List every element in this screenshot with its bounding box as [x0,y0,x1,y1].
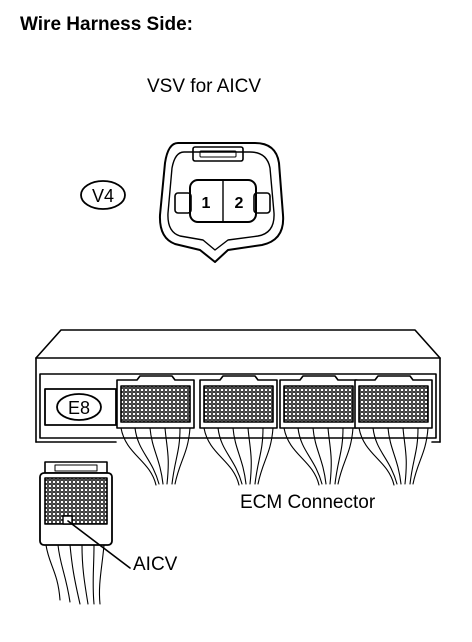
ecm-connector-label: ECM Connector [240,492,376,513]
ecm-plug [39,461,113,605]
vsv-pin-1: 1 [202,195,211,212]
aicv-terminal [62,515,73,525]
ecm-connector-2 [199,375,278,486]
aicv-leader-line [67,520,131,569]
vsv-connector-title: VSV for AICV [147,76,262,97]
vsv-code-text: V4 [92,186,114,206]
ecm-code-text: E8 [68,398,90,418]
ecm-connector-4 [354,375,433,486]
vsv-pin-2: 2 [235,195,244,212]
ecm-connector-3 [279,375,358,486]
diagram-heading: Wire Harness Side: [20,14,194,35]
vsv-connector: 1 2 [158,142,285,263]
ecm-connector-1 [116,375,195,486]
vsv-code-badge: V4 [80,180,126,210]
ecm-code-badge: E8 [44,388,117,426]
aicv-terminal-label: AICV [133,554,178,575]
